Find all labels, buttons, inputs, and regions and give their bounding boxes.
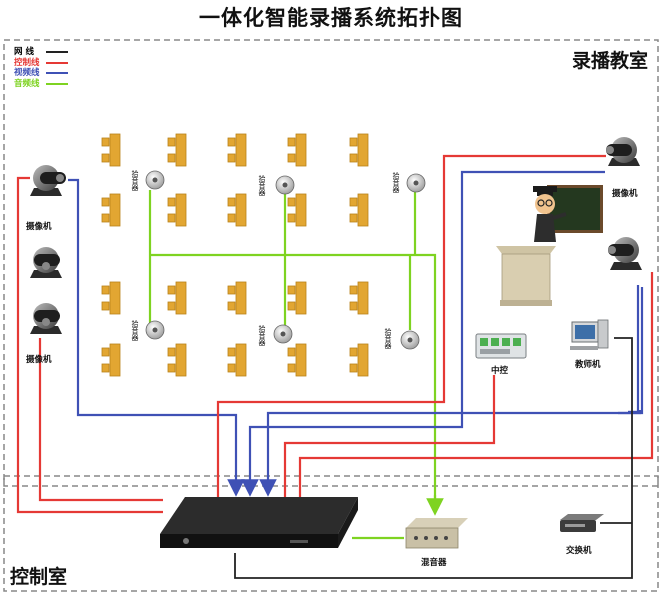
teacher-pc-label: 教师机 [575,360,601,370]
mic-icon [145,320,165,340]
camera-icon [30,303,62,334]
mic-label: 拾音器 [258,175,266,196]
desk-icon [349,133,369,167]
mixer-icon [405,518,468,549]
switch-label: 交换机 [566,546,592,556]
desk-icon [227,133,247,167]
legend-video-label: 视频线 [14,68,40,78]
mic-label: 拾音器 [392,172,400,193]
classroom-zone-label: 录播教室 [571,50,648,72]
mic-icon [400,330,420,350]
camera-icon [608,237,642,270]
mic-icons [145,170,426,350]
desk-icon [167,193,187,227]
desk-icon [227,281,247,315]
legend-control-swatch [46,61,68,64]
central-control-icon [475,333,527,359]
camera-icon [606,137,640,166]
desk-icon [349,343,369,377]
mic-label: 拾音器 [384,328,392,349]
legend-audio: 音频线 [14,79,68,90]
switch-icon [560,514,604,532]
desk-icon [101,133,121,167]
camera-icon [30,247,62,278]
desk-icon [349,193,369,227]
student-desks [101,133,369,377]
legend-audio-label: 音频线 [14,78,40,89]
mic-icon [275,175,295,195]
mic-icon [273,324,293,344]
blackboard-icon [550,188,600,230]
control-room-zone-label: 控制室 [10,566,68,588]
network-lines [234,337,633,579]
desk-icon [101,343,121,377]
legend-video-swatch [46,72,68,75]
camera-label-right: 摄像机 [612,189,638,199]
desk-icon [167,281,187,315]
mic-label: 拾音器 [131,170,139,191]
desk-icon [287,281,307,315]
legend-network: 网 线 [14,47,68,58]
legend-network-swatch [46,51,68,54]
mic-icon [406,173,426,193]
legend-video: 视频线 [14,68,68,79]
teacher-icon [533,186,567,242]
podium-icon [496,246,556,306]
central-control-label: 中控 [491,366,509,376]
desk-icon [227,343,247,377]
legend-control: 控制线 [14,58,68,69]
desk-icon [349,281,369,315]
camera-label-left-top: 摄像机 [26,222,52,232]
line-legend: 网 线 控制线 视频线 音频线 [14,47,68,89]
desk-icon [101,281,121,315]
desk-icon [167,343,187,377]
desk-icon [287,343,307,377]
camera-label-left-bottom: 摄像机 [26,355,52,365]
audio-lines [148,190,444,540]
mic-label: 拾音器 [258,325,266,346]
diagram-title: 一体化智能录播系统拓扑图 [199,6,463,30]
teacher-pc-icon [570,319,609,350]
recording-host-icon [160,497,358,548]
legend-control-label: 控制线 [14,57,40,68]
legend-audio-swatch [46,82,68,85]
desk-icon [287,133,307,167]
desk-icon [101,193,121,227]
desk-icon [227,193,247,227]
control-lines [16,154,654,514]
classroom-zone-frame [3,39,659,487]
video-lines [68,170,644,497]
mic-label: 拾音器 [131,320,139,341]
control-room-zone-frame [3,475,659,592]
mic-icon [145,170,165,190]
desk-icon [167,133,187,167]
desk-icon [287,193,307,227]
mixer-label: 混音器 [421,558,447,568]
camera-icon [30,165,66,196]
legend-network-label: 网 线 [14,47,34,57]
